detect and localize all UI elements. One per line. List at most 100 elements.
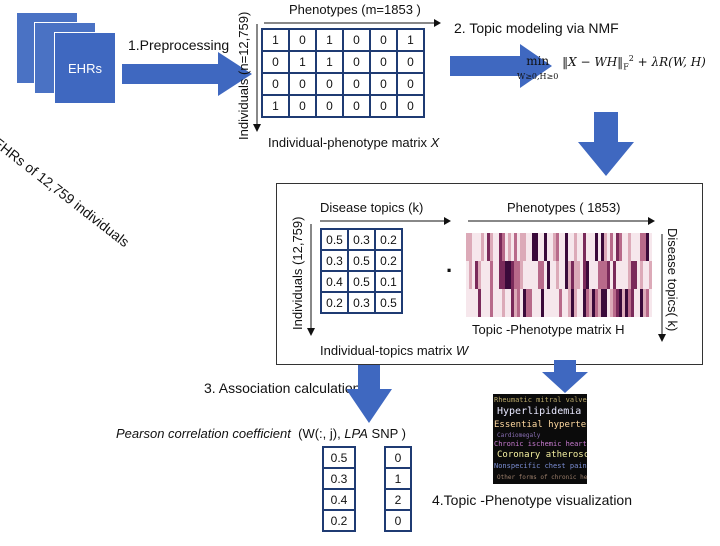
heatmap-cell [583, 261, 587, 289]
correlation-args-close: SNP ) [367, 426, 406, 441]
heatmap-cell [619, 261, 623, 289]
heatmap-cell [550, 289, 554, 317]
heatmap-cell [514, 233, 518, 261]
heatmap-cell [640, 233, 644, 261]
matrix-cell: 0 [288, 28, 317, 52]
heatmap-cell [595, 261, 599, 289]
matrix-row: 0 [384, 446, 412, 469]
heatmap-cell [634, 233, 638, 261]
heatmap-cell [538, 261, 542, 289]
heatmap-cell [520, 289, 524, 317]
heatmap-cell [541, 233, 545, 261]
heatmap-cell [586, 261, 590, 289]
heatmap-cell [649, 261, 652, 289]
heatmap-cell [511, 289, 515, 317]
matrix-row: 0.4 [322, 488, 356, 511]
heatmap-cell [631, 261, 635, 289]
heatmap-cell [574, 233, 578, 261]
heatmap-cell [625, 289, 629, 317]
preprocessing-arrow [122, 52, 252, 96]
heatmap-cell [484, 289, 488, 317]
heatmap-cell [589, 289, 593, 317]
matrix-w-caption: Individual-topics matrix W [320, 343, 468, 358]
heatmap-cell [466, 233, 470, 261]
heatmap-cell [538, 233, 542, 261]
heatmap-cell [502, 261, 506, 289]
heatmap-cell [547, 233, 551, 261]
heatmap-cell [529, 261, 533, 289]
heatmap-cell [469, 289, 473, 317]
matrix-cell: 0 [315, 94, 344, 118]
heatmap-cell [496, 289, 500, 317]
heatmap-cell [568, 233, 572, 261]
heatmap-cell [553, 233, 557, 261]
heatmap-cell [598, 289, 602, 317]
matrix-w-top-label: Disease topics (k) [320, 200, 424, 215]
nmf-down-arrow [578, 112, 634, 176]
heatmap-cell [556, 233, 560, 261]
heatmap-cell [478, 261, 482, 289]
heatmap-cell [640, 289, 644, 317]
heatmap-cell [541, 261, 545, 289]
matrix-cell: 0 [288, 72, 317, 96]
matrix-cell: 0 [261, 50, 290, 74]
heatmap-cell [508, 233, 512, 261]
heatmap-cell [634, 261, 638, 289]
heatmap-cell [526, 261, 530, 289]
heatmap-cell [592, 261, 596, 289]
heatmap-cell [571, 289, 575, 317]
matrix-x-side-label: Individuals (n=12,759) [236, 11, 251, 140]
heatmap-cell [601, 261, 605, 289]
matrix-cell: 0 [384, 509, 412, 532]
matrix-cell: 0.1 [374, 270, 403, 293]
heatmap-cell [613, 233, 617, 261]
heatmap-cell [499, 261, 503, 289]
formula-norm-sub: F [623, 62, 629, 72]
wordcloud-word: Cardiomegaly [497, 432, 541, 439]
heatmap-cell [496, 261, 500, 289]
heatmap-cell [628, 233, 632, 261]
heatmap-cell [580, 261, 584, 289]
matrix-cell: 0 [342, 94, 371, 118]
matrix-w-top-arrow [320, 217, 451, 225]
heatmap-cell [547, 261, 551, 289]
heatmap-cell [607, 289, 611, 317]
matrix-cell: 0 [369, 50, 398, 74]
heatmap-cell [586, 289, 590, 317]
matrix-w-caption-text: Individual-topics matrix [320, 343, 456, 358]
heatmap-cell [649, 233, 652, 261]
heatmap-cell [475, 233, 479, 261]
heatmap-cell [619, 289, 623, 317]
matrix-cell: 1 [315, 28, 344, 52]
matrix-cell: 0 [261, 72, 290, 96]
matrix-h-top-label: Phenotypes ( 1853) [507, 200, 621, 215]
heatmap-cell [631, 289, 635, 317]
correlation-args-var: LPA [344, 426, 368, 441]
heatmap-cell [589, 261, 593, 289]
matrix-cell: 0.2 [322, 509, 356, 532]
matrix-cell: 0.3 [347, 291, 376, 314]
heatmap-cell [481, 289, 485, 317]
heatmap-cell [535, 261, 539, 289]
nmf-arrow [450, 44, 552, 88]
heatmap-cell [514, 289, 518, 317]
heatmap-cell [565, 233, 569, 261]
heatmap-cell [616, 261, 620, 289]
wordcloud-word: Essential hypertension [494, 420, 587, 430]
heatmap-cell [583, 233, 587, 261]
heatmap-cell [562, 261, 566, 289]
heatmap-cell [598, 233, 602, 261]
heatmap-cell [523, 233, 527, 261]
matrix-cell: 0.4 [322, 488, 356, 511]
matrix-cell: 0 [396, 94, 425, 118]
heatmap-cell [544, 261, 548, 289]
heatmap-cell [532, 261, 536, 289]
heatmap-cell [556, 289, 560, 317]
wordcloud-word: Rheumatic mitral valve disorders [494, 396, 587, 404]
topic-wordcloud: Rheumatic mitral valve disordersHyperlip… [493, 394, 587, 484]
heatmap-cell [643, 289, 647, 317]
heatmap-cell [640, 261, 644, 289]
